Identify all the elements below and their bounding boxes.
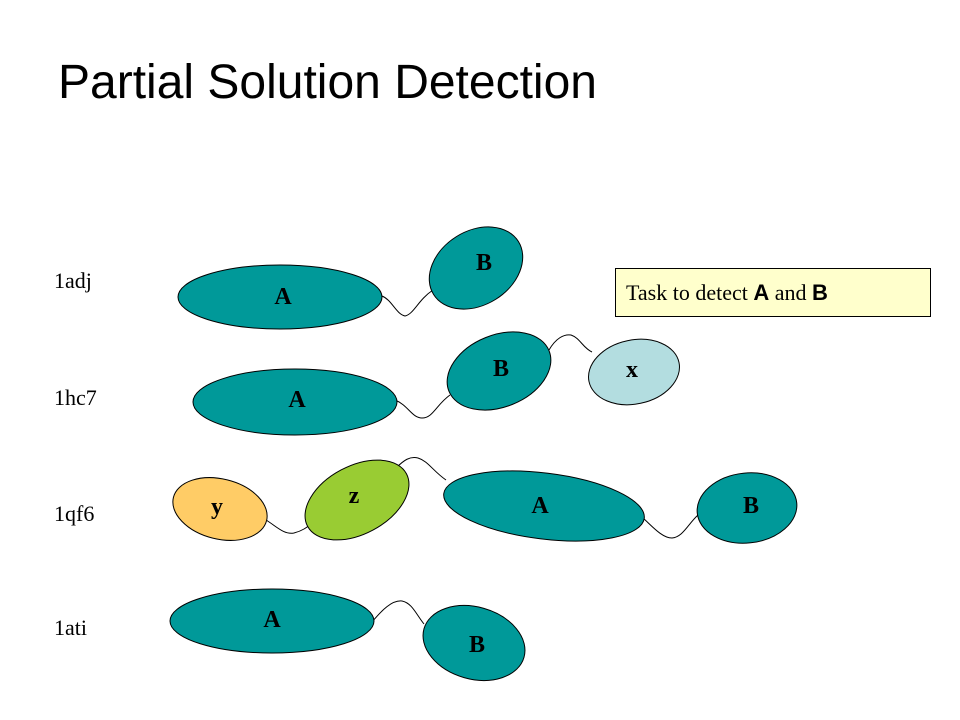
domain-label: A bbox=[288, 387, 306, 413]
linker-1adj-a-b bbox=[381, 289, 434, 317]
domain-shape bbox=[443, 470, 645, 542]
domain-1hc7-b: B bbox=[446, 331, 552, 411]
linker-1qf6-a-b bbox=[642, 514, 699, 539]
domain-shape bbox=[446, 331, 552, 411]
domain-shape bbox=[428, 226, 524, 310]
domain-shape bbox=[172, 477, 268, 541]
domain-shape bbox=[177, 264, 383, 330]
domain-label: A bbox=[531, 493, 549, 519]
row-label-1adj: 1adj bbox=[54, 268, 92, 293]
domain-shape bbox=[169, 588, 375, 654]
domain-label: x bbox=[626, 357, 638, 383]
domain-shape bbox=[696, 472, 798, 544]
task-note-domain-b: B bbox=[812, 279, 828, 305]
domain-1adj-b: B bbox=[428, 226, 524, 310]
linker-1hc7-b-x bbox=[548, 334, 593, 353]
domain-label: B bbox=[493, 356, 509, 382]
domain-label: A bbox=[274, 284, 292, 310]
slide-title: Partial Solution Detection bbox=[58, 56, 597, 109]
row-label-1qf6: 1qf6 bbox=[54, 501, 95, 526]
domain-shape bbox=[192, 368, 398, 436]
domain-shape bbox=[422, 605, 526, 681]
domain-shape bbox=[588, 338, 680, 406]
domain-1adj-a: A bbox=[177, 264, 383, 330]
domain-label: B bbox=[476, 250, 492, 276]
domain-1ati-b: B bbox=[422, 605, 526, 681]
domain-label: A bbox=[263, 607, 281, 633]
domain-shape bbox=[304, 459, 410, 541]
linker-1qf6-z-a bbox=[395, 457, 447, 481]
task-note-domain-a: A bbox=[753, 279, 770, 305]
domain-1qf6-b: B bbox=[696, 472, 798, 544]
domain-label: y bbox=[211, 494, 223, 520]
domain-1qf6-a: A bbox=[443, 470, 645, 542]
domain-1qf6-y: y bbox=[172, 477, 268, 541]
linker-1ati-a-b bbox=[371, 600, 425, 625]
domain-1hc7-x: x bbox=[588, 338, 680, 406]
row-label-1ati: 1ati bbox=[54, 615, 87, 640]
domain-label: B bbox=[469, 632, 485, 658]
domain-1ati-a: A bbox=[169, 588, 375, 654]
task-note-prefix: Task to detect bbox=[626, 279, 754, 305]
row-label-1hc7: 1hc7 bbox=[54, 385, 97, 410]
linker-1hc7-a-b bbox=[394, 394, 451, 419]
task-note: Task to detect A and B bbox=[615, 268, 931, 317]
domain-label: z bbox=[349, 483, 360, 509]
task-note-conjunction: and bbox=[769, 279, 813, 305]
domain-1hc7-a: A bbox=[192, 368, 398, 436]
domain-1qf6-z: z bbox=[304, 459, 410, 541]
domain-label: B bbox=[743, 493, 759, 519]
